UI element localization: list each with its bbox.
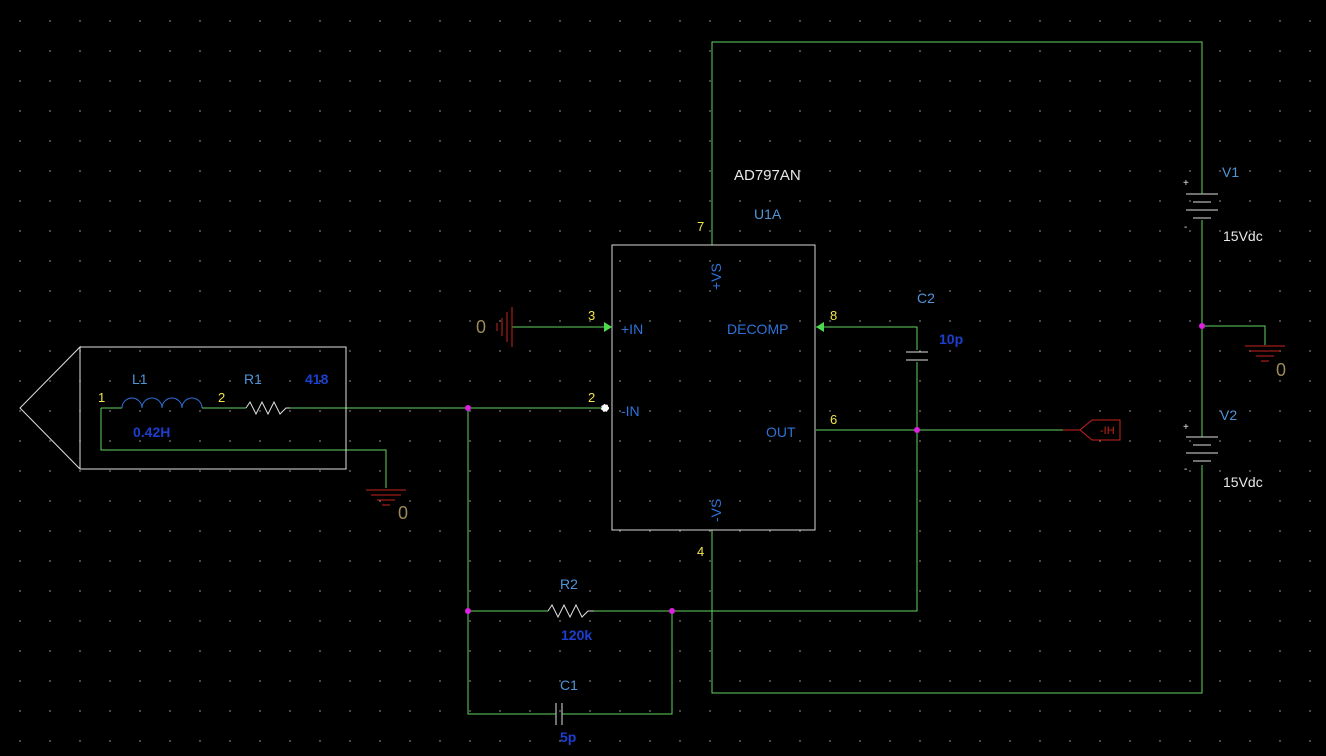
c1-ref: C1 — [560, 677, 578, 693]
pin-vs-plus-label: +VS — [708, 263, 724, 290]
resistor-r2[interactable] — [547, 603, 594, 619]
capacitor-c1-group[interactable]: C1 5p — [548, 677, 578, 745]
pin3-arrow — [604, 322, 612, 332]
junction-dot — [669, 608, 675, 614]
wire-vs-plus-top[interactable] — [711, 41, 1203, 245]
ground-in-plus[interactable]: 0 — [476, 307, 513, 347]
pin-4-number: 4 — [697, 544, 704, 559]
wire-supply-mid-gnd[interactable] — [1202, 325, 1266, 345]
v1-value: 15Vdc — [1223, 228, 1263, 244]
wire-coil-gnd[interactable] — [100, 408, 387, 488]
wire-feedback-left[interactable] — [467, 408, 548, 715]
battery-v1[interactable]: + - V1 15Vdc — [1183, 164, 1263, 244]
resistor-r1[interactable] — [245, 400, 290, 416]
junction-dot — [1199, 323, 1205, 329]
pin-decomp-label: DECOMP — [727, 321, 788, 337]
c2-ref: C2 — [917, 290, 935, 306]
junction-dot — [914, 427, 920, 433]
offpage-connector-shape[interactable] — [1063, 419, 1121, 441]
junction-dot — [465, 608, 471, 614]
l1-ref: L1 — [132, 371, 148, 387]
r1-ref: R1 — [244, 371, 262, 387]
pin-6-number: 6 — [830, 412, 837, 427]
junctions — [465, 323, 1205, 614]
sensor-coil[interactable]: 1 2 L1 0.42H R1 418 — [19, 345, 347, 470]
l1-value: 0.42H — [133, 424, 170, 440]
r2-value: 120k — [561, 627, 592, 643]
probe-outline[interactable] — [19, 345, 347, 470]
pin-8-number: 8 — [830, 308, 837, 323]
pin-2-number: 2 — [588, 390, 595, 405]
r2-ref: R2 — [560, 576, 578, 592]
ground-label: 0 — [398, 503, 408, 523]
pin-3-number: 3 — [588, 308, 595, 323]
pin-in-plus-label: +IN — [621, 321, 643, 337]
l1-pin-1: 1 — [98, 390, 105, 405]
offpage-connector-label: -IH — [1100, 425, 1115, 437]
resistor-r2-group[interactable]: R2 120k — [547, 576, 594, 643]
c2-value: 10p — [939, 331, 963, 347]
junction-dot — [465, 405, 471, 411]
opamp-body[interactable] — [611, 244, 816, 531]
part-ref: U1A — [754, 206, 782, 222]
pin-vs-minus-label: -VS — [708, 499, 724, 522]
ground-coil[interactable]: 0 — [366, 489, 408, 523]
pin-out-label: OUT — [766, 424, 796, 440]
wire-decomp[interactable] — [816, 326, 918, 350]
v2-minus-sign: - — [1184, 464, 1187, 475]
offpage-connector-out[interactable]: -IH — [1063, 419, 1121, 441]
pin-in-minus-label: -IN — [621, 403, 640, 419]
selected-pin-marker[interactable] — [601, 404, 609, 412]
part-name: AD797AN — [734, 167, 801, 184]
v1-minus-sign: - — [1184, 222, 1187, 233]
r1-value: 418 — [305, 371, 329, 387]
wire-c1-right[interactable] — [568, 611, 673, 715]
v1-ref: V1 — [1222, 164, 1239, 180]
ground-supply[interactable]: 0 — [1245, 345, 1286, 380]
wires — [100, 41, 1266, 715]
opamp-u1a[interactable]: AD797AN U1A 7 3 2 8 6 4 +VS -VS +IN -IN … — [588, 167, 837, 559]
inductor-l1[interactable] — [121, 397, 203, 409]
pin-7-number: 7 — [697, 219, 704, 234]
ground-label: 0 — [1276, 360, 1286, 380]
l1-pin-2: 2 — [218, 390, 225, 405]
v2-plus-sign: + — [1183, 422, 1189, 433]
pin8-arrow — [816, 322, 824, 332]
wire-r2-right[interactable] — [594, 362, 918, 612]
v2-ref: V2 — [1220, 407, 1237, 423]
v1-plus-sign: + — [1183, 178, 1189, 189]
c1-value: 5p — [560, 729, 576, 745]
v2-value: 15Vdc — [1223, 474, 1263, 490]
capacitor-c2-group[interactable]: C2 10p — [906, 290, 963, 361]
battery-v2[interactable]: + - V2 15Vdc — [1183, 407, 1263, 490]
ground-label: 0 — [476, 317, 486, 337]
